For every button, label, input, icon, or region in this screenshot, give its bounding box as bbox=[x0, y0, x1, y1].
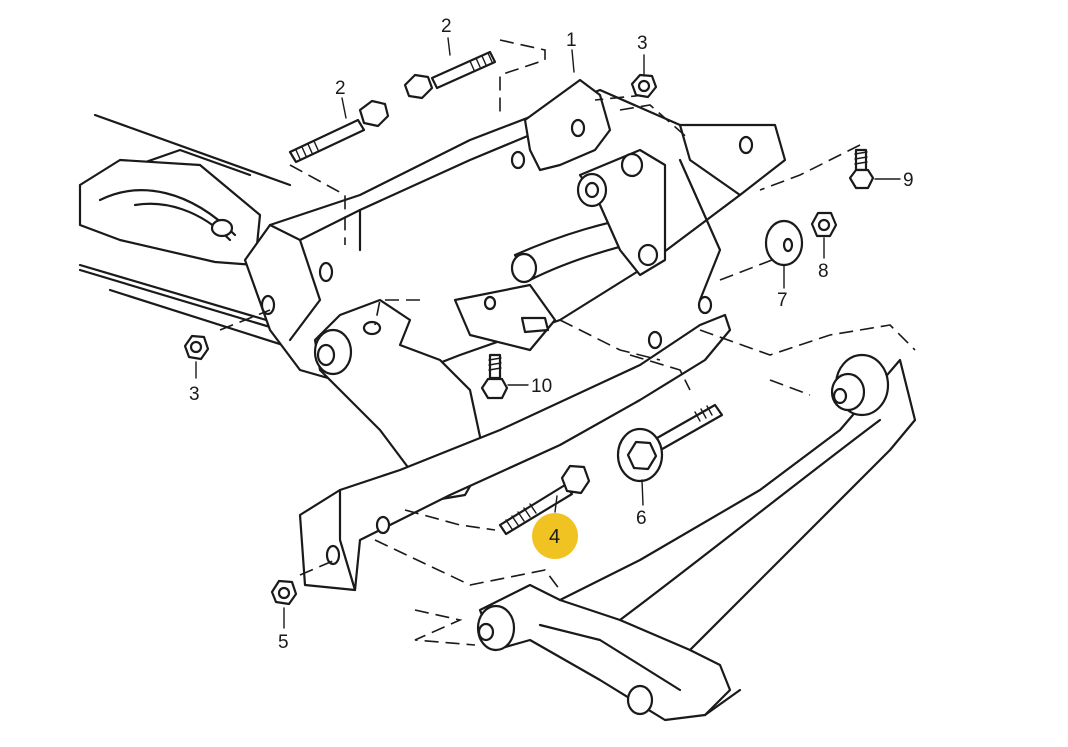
callout-5: 5 bbox=[278, 632, 289, 653]
tube-link bbox=[510, 148, 667, 284]
reference-lines bbox=[219, 39, 916, 646]
callout-4-highlight bbox=[532, 513, 578, 559]
bolt-2-upper bbox=[403, 50, 497, 100]
leader-lines bbox=[195, 37, 901, 629]
mounting-bracket bbox=[510, 78, 612, 172]
callout-3-left: 3 bbox=[189, 384, 200, 405]
bolt-2-left bbox=[288, 99, 390, 164]
lower-subframe bbox=[298, 295, 732, 592]
bolt-9 bbox=[848, 148, 875, 190]
callout-8: 8 bbox=[818, 261, 829, 282]
washer-7 bbox=[764, 219, 804, 267]
nut-3-left bbox=[183, 334, 210, 361]
callout-7: 7 bbox=[777, 290, 788, 311]
callout-2-upper: 2 bbox=[441, 16, 452, 37]
upper-control-arm bbox=[313, 298, 487, 502]
callout-6: 6 bbox=[636, 508, 647, 529]
lower-control-arm bbox=[476, 353, 917, 722]
nut-3-upper bbox=[630, 73, 658, 99]
callout-2-left: 2 bbox=[335, 78, 346, 99]
callout-4: 4 bbox=[549, 526, 560, 548]
bolt-4 bbox=[498, 464, 591, 536]
nut-5 bbox=[270, 579, 298, 606]
callout-3-upper: 3 bbox=[637, 33, 648, 54]
nut-8 bbox=[810, 211, 838, 238]
callout-10: 10 bbox=[531, 376, 552, 397]
callout-9: 9 bbox=[903, 170, 914, 191]
callouts: 1 2 2 3 3 4 5 6 7 8 9 10 bbox=[189, 16, 914, 653]
small-bracket bbox=[453, 283, 557, 352]
bolt-6 bbox=[616, 403, 724, 483]
bolt-10 bbox=[480, 353, 509, 400]
callout-1: 1 bbox=[566, 30, 577, 51]
